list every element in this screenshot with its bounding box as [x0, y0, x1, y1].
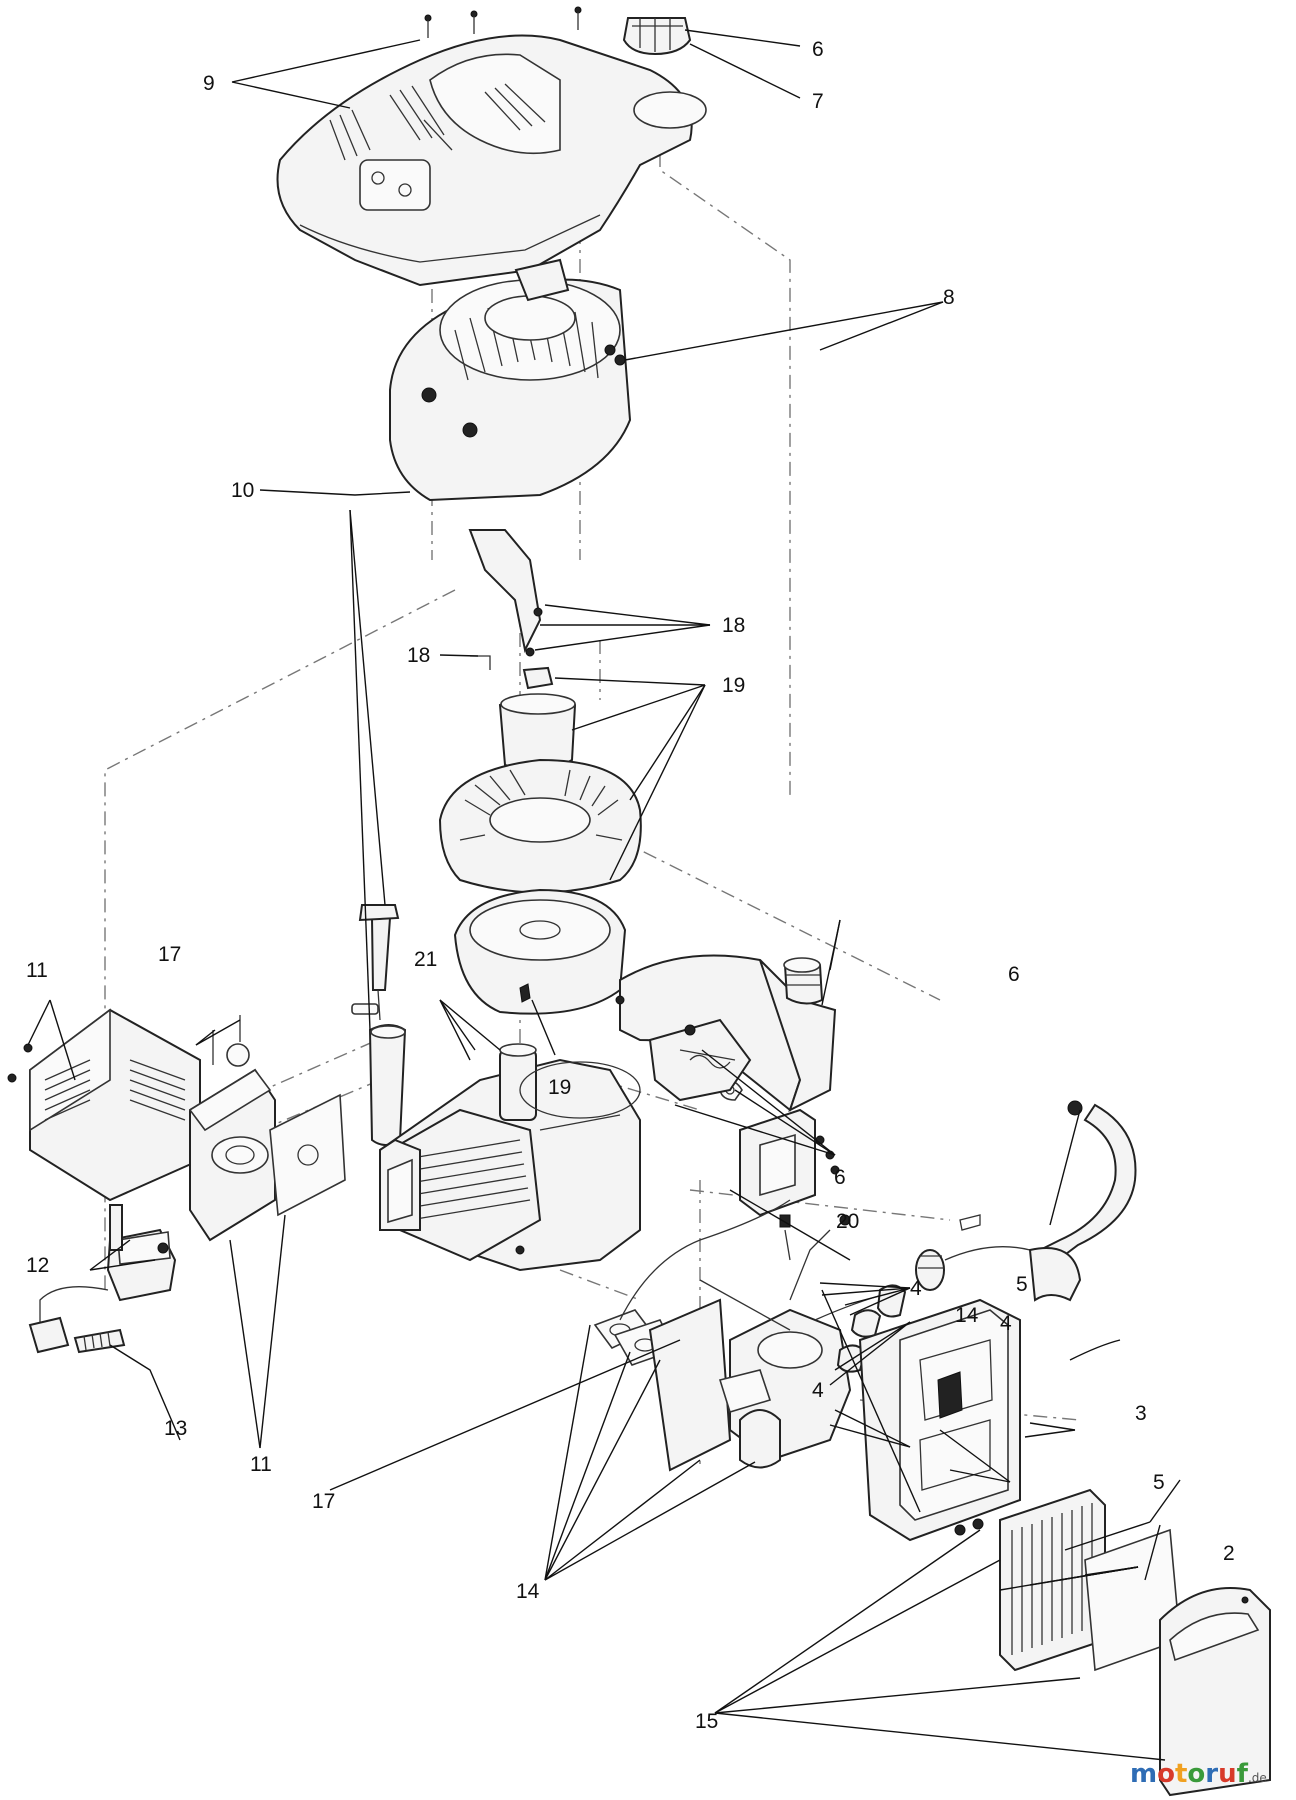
callout-11-top: 11	[26, 959, 48, 982]
callout-18-right: 18	[722, 614, 745, 637]
callout-12: 12	[26, 1254, 49, 1277]
watermark-letter: o	[1187, 1759, 1205, 1789]
callout-3: 3	[1135, 1402, 1147, 1425]
watermark-letter: m	[1130, 1759, 1157, 1789]
svg-text:motoruf.de: motoruf.de	[1130, 1759, 1267, 1789]
watermark-letter: r	[1205, 1759, 1218, 1789]
ignition-coil	[28, 1204, 177, 1354]
air-cleaner-cover	[1159, 1587, 1271, 1797]
callout-9: 9	[203, 72, 215, 95]
engine-block	[379, 1043, 641, 1272]
callout-10: 10	[231, 479, 254, 502]
callout-19-bottom: 19	[548, 1076, 571, 1099]
leader-lines	[27, 29, 1181, 1761]
callout-18-left: 18	[407, 644, 430, 667]
callout-20: 20	[836, 1210, 859, 1233]
watermark-letter: t	[1175, 1759, 1187, 1789]
watermark: motoruf.de	[1130, 1759, 1267, 1789]
callout-14-bottom: 14	[516, 1580, 540, 1603]
throttle-control-bracket	[468, 529, 543, 670]
engine-shroud	[276, 6, 707, 287]
throttle-bracket	[739, 1108, 851, 1261]
callout-17-top: 17	[158, 943, 181, 966]
watermark-letter: f	[1237, 1759, 1249, 1789]
primer-bulb	[836, 1214, 1031, 1373]
callout-4-bottom: 4	[812, 1379, 824, 1402]
callout-17-bottom: 17	[312, 1490, 335, 1513]
flywheel-assembly	[438, 666, 642, 1015]
intake-gaskets	[593, 1298, 772, 1472]
muffler-gasket	[269, 1093, 346, 1217]
callout-6-cap: 6	[812, 38, 824, 61]
watermark-suffix: .de	[1248, 1771, 1267, 1785]
heat-shield	[7, 1008, 201, 1202]
callout-2: 2	[1223, 1542, 1235, 1565]
callout-5-bottom: 5	[1153, 1471, 1165, 1494]
callout-4-mid: 4	[1000, 1312, 1012, 1335]
muffler	[188, 1015, 276, 1242]
callout-19-top: 19	[722, 674, 745, 697]
callout-15: 15	[695, 1710, 718, 1733]
callout-6-tank: 6	[1008, 963, 1020, 986]
carburetor	[729, 1229, 901, 1469]
callout-13: 13	[164, 1417, 187, 1440]
recoil-starter	[389, 258, 632, 502]
air-filter	[999, 1488, 1181, 1672]
callout-11-bottom: 11	[250, 1453, 272, 1476]
fuel-cap	[622, 17, 692, 56]
callout-8: 8	[943, 286, 955, 309]
callout-14-top: 14	[955, 1304, 979, 1327]
fuel-line	[1036, 1100, 1137, 1267]
callout-21: 21	[414, 948, 437, 971]
air-cleaner-base	[858, 1247, 1082, 1542]
callout-4-top: 4	[910, 1277, 922, 1300]
callout-labels: 9 6 7 8 18 18 19 10 6 11 17 21 19 6 20 1…	[26, 38, 1235, 1733]
callout-6-bottom: 6	[834, 1166, 846, 1189]
watermark-letter: u	[1218, 1759, 1237, 1789]
watermark-letter: o	[1157, 1759, 1175, 1789]
callout-7: 7	[812, 90, 824, 113]
callout-5-top: 5	[1016, 1273, 1028, 1296]
dipstick-tube	[351, 904, 407, 1146]
